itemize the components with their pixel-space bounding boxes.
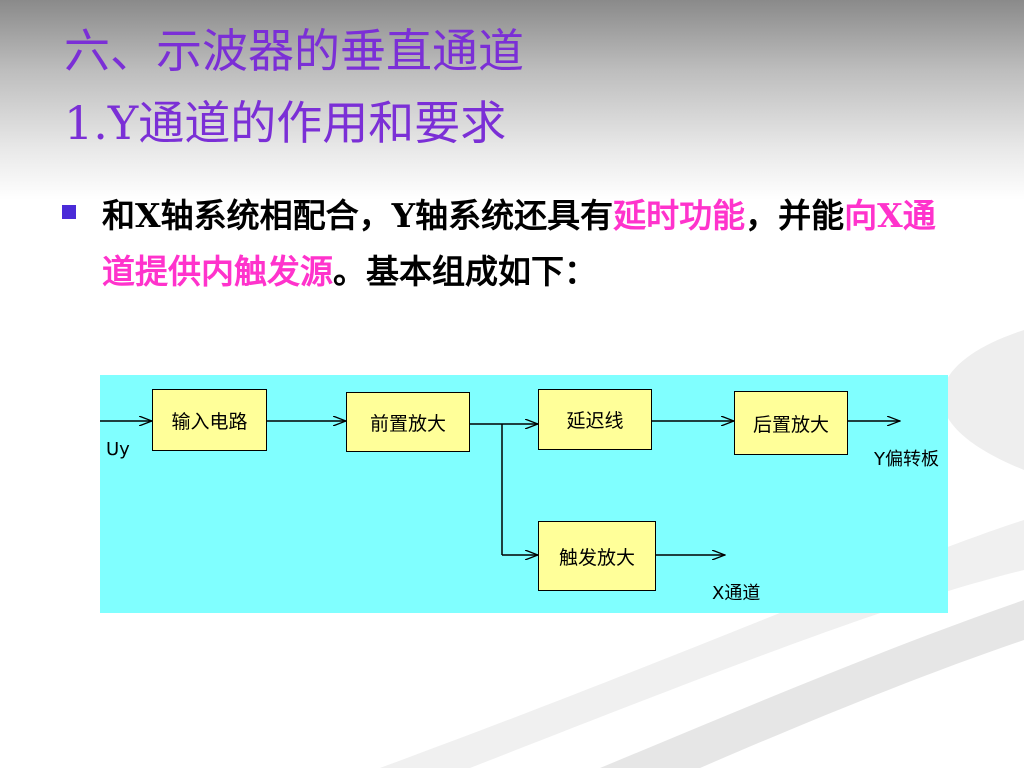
- box-pre-amplifier: 前置放大: [346, 392, 470, 452]
- box-post-amplifier: 后置放大: [734, 391, 848, 455]
- highlight-trigger-source: 向X通道提供内触发源: [102, 196, 936, 291]
- square-bullet-icon: [62, 205, 76, 219]
- highlight-delay-function: 延时功能: [613, 196, 746, 235]
- y-channel-block-diagram: Uy 输入电路 前置放大 延迟线 后置放大 触发放大 Y偏转板 X通道: [100, 375, 948, 613]
- slide-title: 六、示波器的垂直通道: [64, 24, 524, 78]
- bullet-text-segment: ，并能: [745, 196, 845, 235]
- output-label-x-channel: X通道: [712, 583, 761, 604]
- bullet-item: 和X轴系统相配合，Y轴系统还具有延时功能，并能向X通道提供内触发源。基本组成如下…: [62, 188, 962, 300]
- bullet-text: 和X轴系统相配合，Y轴系统还具有延时功能，并能向X通道提供内触发源。基本组成如下…: [102, 188, 962, 300]
- slide-subtitle: 1.Y通道的作用和要求: [64, 96, 507, 150]
- box-trigger-amplifier: 触发放大: [538, 521, 656, 591]
- diagram-connectors: [100, 375, 948, 613]
- input-label-uy: Uy: [106, 439, 130, 460]
- output-label-y-plates: Y偏转板: [874, 449, 939, 470]
- bullet-text-segment: 和X轴系统相配合，Y轴系统还具有: [102, 196, 614, 235]
- box-delay-line: 延迟线: [538, 389, 652, 450]
- bullet-text-segment: 。基本组成如下：: [333, 252, 597, 291]
- box-input-circuit: 输入电路: [152, 389, 267, 451]
